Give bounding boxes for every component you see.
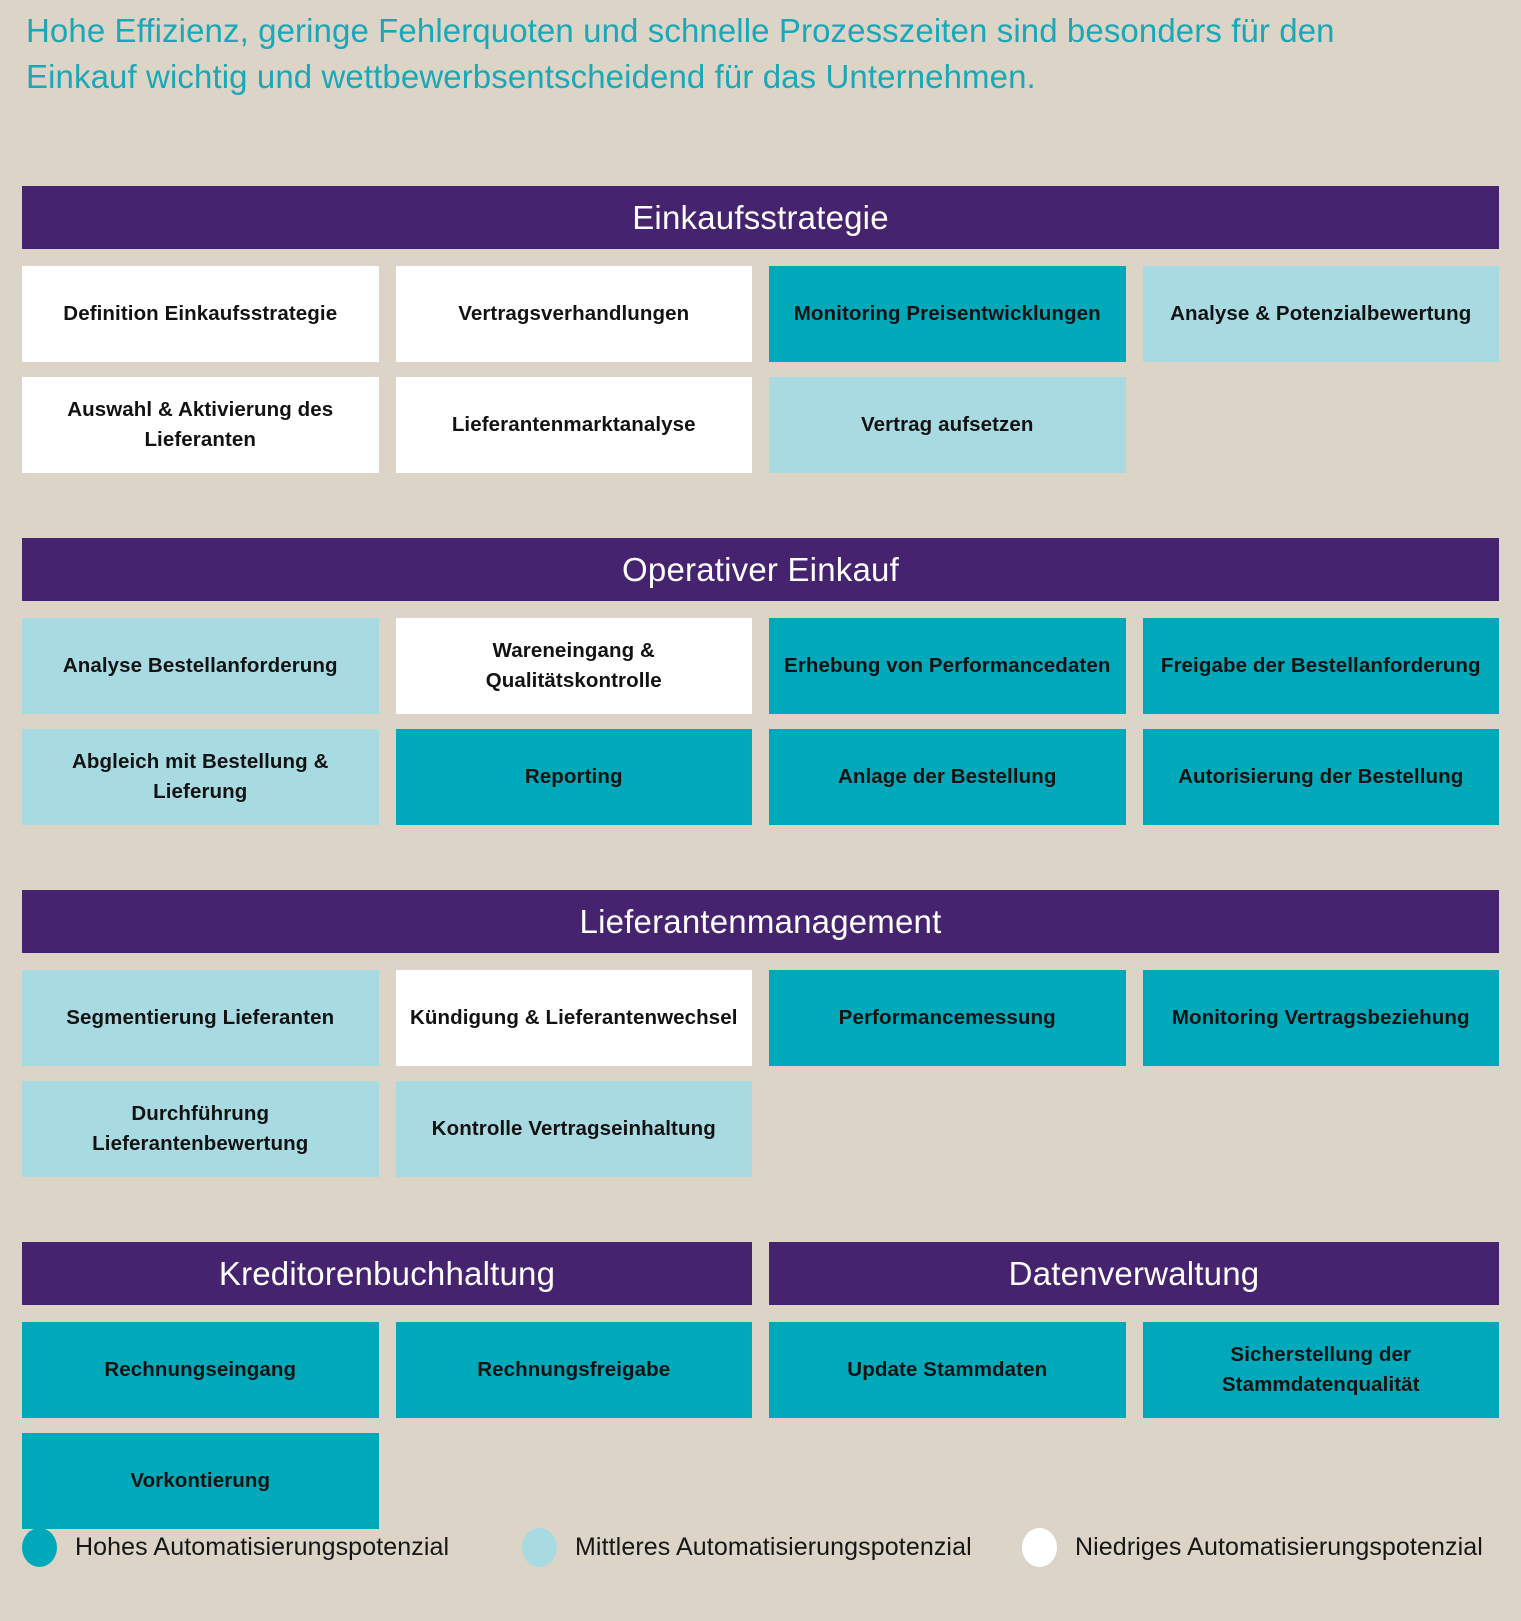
- process-box[interactable]: Lieferantenmarktanalyse: [395, 377, 752, 473]
- section-spacer: [0, 825, 1521, 890]
- process-box[interactable]: Monitoring Vertragsbeziehung: [1142, 970, 1499, 1066]
- section-operativer-einkauf: Operativer Einkauf Analyse Bestellanford…: [0, 538, 1521, 825]
- legend-label-high: Hohes Automatisierungspotenzial: [75, 1533, 450, 1561]
- process-box[interactable]: Wareneingang & Qualitätskontrolle: [395, 618, 752, 714]
- process-box[interactable]: Autorisierung der Bestellung: [1142, 729, 1499, 825]
- process-box[interactable]: Segmentierung Lieferanten: [22, 970, 379, 1066]
- process-box[interactable]: Abgleich mit Bestellung & Lieferung: [22, 729, 379, 825]
- legend-label-medium: Mittleres Automatisierungspotenzial: [575, 1533, 972, 1561]
- process-box[interactable]: Vertrag aufsetzen: [769, 377, 1126, 473]
- process-box[interactable]: Sicherstellung der Stammdatenqualität: [1142, 1322, 1499, 1418]
- process-box-empty: [396, 1433, 753, 1529]
- process-box[interactable]: Reporting: [395, 729, 752, 825]
- process-box[interactable]: Performancemessung: [769, 970, 1126, 1066]
- legend-label-low: Niedriges Automatisierungspotenzial: [1075, 1533, 1483, 1561]
- section-grid-einkaufsstrategie: Definition Einkaufsstrategie Vertragsver…: [22, 266, 1499, 473]
- section-datenverwaltung: Datenverwaltung Update Stammdaten Sicher…: [769, 1242, 1499, 1529]
- section-grid-datenverwaltung: Update Stammdaten Sicherstellung der Sta…: [769, 1322, 1499, 1529]
- process-box[interactable]: Vertragsverhandlungen: [395, 266, 752, 362]
- legend-item-medium: Mittleres Automatisierungspotenzial: [522, 1528, 1022, 1567]
- process-box[interactable]: Analyse & Potenzialbewertung: [1142, 266, 1499, 362]
- process-box[interactable]: Monitoring Preisentwicklungen: [769, 266, 1126, 362]
- section-header-lieferantenmanagement: Lieferantenmanagement: [22, 890, 1499, 953]
- process-box-empty: [769, 1433, 1126, 1529]
- legend-swatch-high-icon: [22, 1528, 57, 1567]
- process-automation-diagram: Einkaufsstrategie Definition Einkaufsstr…: [0, 186, 1521, 1529]
- process-box[interactable]: Durchführung Lieferantenbewertung: [22, 1081, 379, 1177]
- process-box[interactable]: Erhebung von Performancedaten: [769, 618, 1126, 714]
- process-box[interactable]: Kontrolle Vertragseinhaltung: [395, 1081, 752, 1177]
- section-header-einkaufsstrategie: Einkaufsstrategie: [22, 186, 1499, 249]
- process-box[interactable]: Analyse Bestellanforderung: [22, 618, 379, 714]
- process-box[interactable]: Kündigung & Lieferantenwechsel: [395, 970, 752, 1066]
- section-lieferantenmanagement: Lieferantenmanagement Segmentierung Lief…: [0, 890, 1521, 1177]
- section-grid-operativer-einkauf: Analyse Bestellanforderung Wareneingang …: [22, 618, 1499, 825]
- legend-item-low: Niedriges Automatisierungspotenzial: [1022, 1528, 1502, 1567]
- legend-item-high: Hohes Automatisierungspotenzial: [22, 1528, 522, 1567]
- section-header-datenverwaltung: Datenverwaltung: [769, 1242, 1499, 1305]
- section-header-kreditorenbuchhaltung: Kreditorenbuchhaltung: [22, 1242, 752, 1305]
- process-box[interactable]: Rechnungseingang: [22, 1322, 379, 1418]
- process-box[interactable]: Vorkontierung: [22, 1433, 379, 1529]
- process-box[interactable]: Freigabe der Bestellanforderung: [1142, 618, 1499, 714]
- process-box-empty: [1143, 377, 1500, 473]
- process-box[interactable]: Rechnungsfreigabe: [395, 1322, 752, 1418]
- intro-headline: Hohe Effizienz, geringe Fehlerquoten und…: [26, 12, 1335, 95]
- process-box[interactable]: Update Stammdaten: [769, 1322, 1126, 1418]
- legend-swatch-medium-icon: [522, 1528, 557, 1567]
- process-box[interactable]: Auswahl & Aktivierung des Lieferanten: [22, 377, 379, 473]
- section-spacer: [0, 1177, 1521, 1242]
- section-grid-kreditorenbuchhaltung: Rechnungseingang Rechnungsfreigabe Vorko…: [22, 1322, 752, 1529]
- section-spacer: [0, 473, 1521, 538]
- section-grid-lieferantenmanagement: Segmentierung Lieferanten Kündigung & Li…: [22, 970, 1499, 1177]
- legend-swatch-low-icon: [1022, 1528, 1057, 1567]
- split-section-row: Kreditorenbuchhaltung Rechnungseingang R…: [22, 1242, 1499, 1529]
- process-box[interactable]: Anlage der Bestellung: [769, 729, 1126, 825]
- section-header-operativer-einkauf: Operativer Einkauf: [22, 538, 1499, 601]
- section-einkaufsstrategie: Einkaufsstrategie Definition Einkaufsstr…: [0, 186, 1521, 473]
- process-box-empty: [769, 1081, 1126, 1177]
- process-box-empty: [1143, 1433, 1500, 1529]
- legend: Hohes Automatisierungspotenzial Mittlere…: [22, 1528, 1502, 1567]
- process-box[interactable]: Definition Einkaufsstrategie: [22, 266, 379, 362]
- section-kreditorenbuchhaltung: Kreditorenbuchhaltung Rechnungseingang R…: [22, 1242, 752, 1529]
- process-box-empty: [1143, 1081, 1500, 1177]
